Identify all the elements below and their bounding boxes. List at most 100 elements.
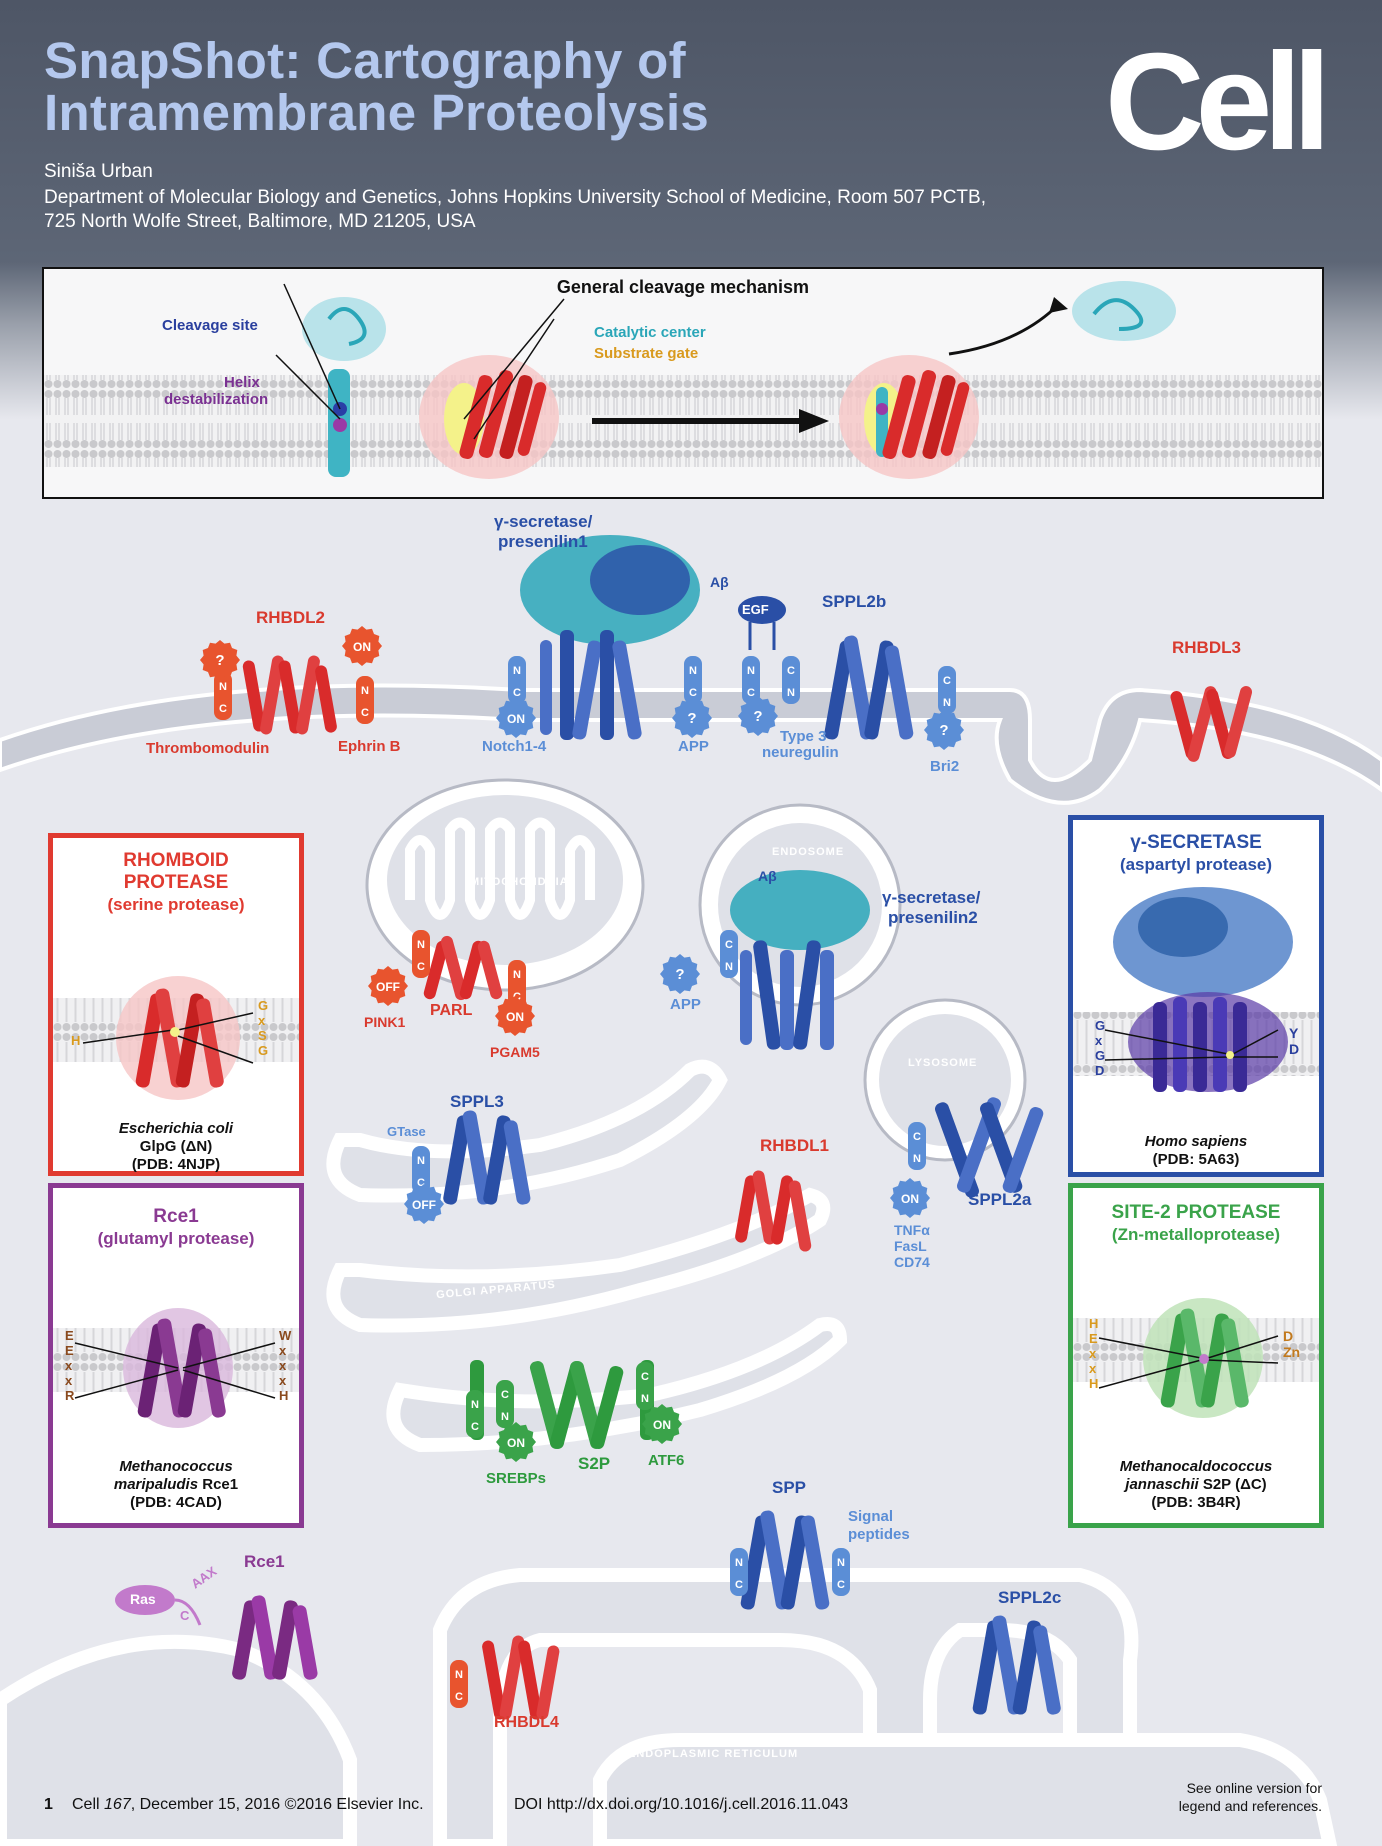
status-badge: ON bbox=[495, 996, 535, 1036]
tag-letter: C bbox=[501, 1389, 509, 1401]
released-domain bbox=[1072, 281, 1176, 341]
notch-label: Notch1-4 bbox=[482, 738, 547, 755]
motif-letter: G bbox=[1095, 1018, 1106, 1033]
rhbdl2-protease bbox=[242, 655, 337, 735]
rhomboid-title-1: RHOMBOID bbox=[123, 850, 229, 871]
motif-letter: G bbox=[258, 998, 269, 1013]
process-arrow-head bbox=[799, 409, 829, 433]
motif-letter: Y bbox=[1289, 1025, 1299, 1041]
helix-label-2: destabilization bbox=[164, 391, 269, 408]
sppl2b-protease bbox=[824, 635, 914, 740]
motif-letter: G bbox=[258, 1043, 269, 1058]
tag-letter: N bbox=[455, 1669, 463, 1681]
rhomboid-pdb: (PDB: 4NJP) bbox=[131, 1156, 221, 1173]
rce1-organism-2: maripaludis Rce1 bbox=[113, 1476, 239, 1493]
see-online-1: See online version for bbox=[1186, 1780, 1322, 1796]
substrate-tag: NC bbox=[832, 1548, 850, 1596]
s2p-structure bbox=[1073, 1298, 1319, 1418]
gamma-endo-label-2: presenilin2 bbox=[888, 908, 978, 927]
s2p-title-2: (Zn-metalloprotease) bbox=[1111, 1225, 1281, 1244]
substrate-tag: NC bbox=[412, 930, 430, 978]
s2p-title-1: SITE-2 PROTEASE bbox=[1111, 1202, 1281, 1223]
tag-letter: C bbox=[417, 961, 425, 973]
substrate-gate-label: Substrate gate bbox=[594, 345, 699, 362]
tag-letter: C bbox=[913, 1131, 921, 1143]
motif-letter: E bbox=[1089, 1331, 1098, 1346]
s2p-label: S2P bbox=[578, 1454, 611, 1473]
status-badge: ? bbox=[200, 640, 240, 680]
page-number: 1 bbox=[44, 1796, 53, 1813]
tag-letter: C bbox=[689, 687, 697, 699]
gamma-pm-label-2: presenilin1 bbox=[498, 532, 588, 551]
tag-letter: N bbox=[747, 665, 755, 677]
catalytic-pointer-line bbox=[463, 298, 565, 420]
status-badge: OFF bbox=[404, 1184, 444, 1224]
status-badge: ON bbox=[496, 1422, 536, 1462]
rhbdl1-protease bbox=[735, 1170, 812, 1252]
gamma-secretase-endosome bbox=[730, 870, 870, 1050]
motif-letter: H bbox=[1089, 1316, 1099, 1331]
motif-letter: W bbox=[279, 1328, 292, 1343]
rhbdl3-protease bbox=[1170, 686, 1253, 762]
tag-letter: C bbox=[513, 687, 521, 699]
substrate-tag: CN bbox=[720, 930, 738, 978]
rce1-protease bbox=[232, 1595, 318, 1680]
badge-text: ON bbox=[653, 1418, 671, 1432]
ras-protein bbox=[115, 1585, 202, 1626]
see-online-2: legend and references. bbox=[1178, 1798, 1322, 1814]
motif-letter: E bbox=[65, 1343, 74, 1358]
sppl2b-label: SPPL2b bbox=[822, 592, 887, 611]
tag-letter: C bbox=[641, 1371, 649, 1383]
tnfa-label: TNFα bbox=[894, 1222, 930, 1238]
spp-label: SPP bbox=[772, 1478, 807, 1497]
ras-label: Ras bbox=[130, 1591, 156, 1607]
status-badge: ON bbox=[342, 626, 382, 666]
endosome-label: ENDOSOME bbox=[772, 846, 845, 858]
badge-text: ON bbox=[353, 640, 371, 654]
badge-text: ? bbox=[687, 710, 696, 727]
fasl-label: FasL bbox=[894, 1238, 927, 1254]
rhbdl4-protease bbox=[482, 1635, 560, 1720]
s2p-organism-2: jannaschii S2P (ΔC) bbox=[1125, 1476, 1267, 1493]
status-badge: ? bbox=[924, 710, 964, 750]
motif-letter: H bbox=[1089, 1376, 1099, 1391]
bri2-label: Bri2 bbox=[930, 758, 960, 775]
tag-letter: N bbox=[837, 1557, 845, 1569]
doi: DOI http://dx.doi.org/10.1016/j.cell.201… bbox=[514, 1796, 849, 1813]
motif-letter: x bbox=[279, 1358, 287, 1373]
badge-text: OFF bbox=[412, 1198, 436, 1212]
motif-letter: x bbox=[258, 1013, 266, 1028]
cleavage-site-label: Cleavage site bbox=[162, 317, 258, 334]
pink1-label: PINK1 bbox=[364, 1014, 406, 1030]
substrate-tag: NC bbox=[742, 656, 760, 704]
abeta-endo-label: Aβ bbox=[758, 868, 777, 884]
rhbdl2-label: RHBDL2 bbox=[256, 608, 325, 627]
motif-letter: x bbox=[1089, 1346, 1097, 1361]
gtase-label: GTase bbox=[387, 1124, 426, 1139]
title-line-1: SnapShot: Cartography of bbox=[44, 32, 686, 89]
egf-label: EGF bbox=[742, 602, 769, 617]
title-line-2: Intramembrane Proteolysis bbox=[44, 84, 710, 141]
motif-letter: Zn bbox=[1283, 1344, 1301, 1360]
tag-letter: N bbox=[513, 665, 521, 677]
cleavage-pointer-line bbox=[283, 283, 341, 410]
rce1-title-1: Rce1 bbox=[153, 1206, 199, 1227]
tag-letter: C bbox=[735, 1579, 743, 1591]
tag-letter: C bbox=[219, 703, 227, 715]
pgam5-label: PGAM5 bbox=[490, 1044, 540, 1060]
substrate-tag: CN bbox=[782, 656, 800, 704]
status-badge: ? bbox=[738, 696, 778, 736]
tag-letter: N bbox=[913, 1153, 921, 1165]
type3-label-2: neuregulin bbox=[762, 744, 839, 761]
tag-letter: N bbox=[735, 1557, 743, 1569]
gamma-secretase-pm bbox=[520, 535, 700, 740]
status-badge: OFF bbox=[368, 966, 408, 1006]
motif-letter: E bbox=[65, 1328, 74, 1343]
tag-letter: N bbox=[943, 697, 951, 709]
motif-letter: x bbox=[65, 1358, 73, 1373]
tag-letter: C bbox=[837, 1579, 845, 1591]
status-badge: ON bbox=[890, 1178, 930, 1218]
